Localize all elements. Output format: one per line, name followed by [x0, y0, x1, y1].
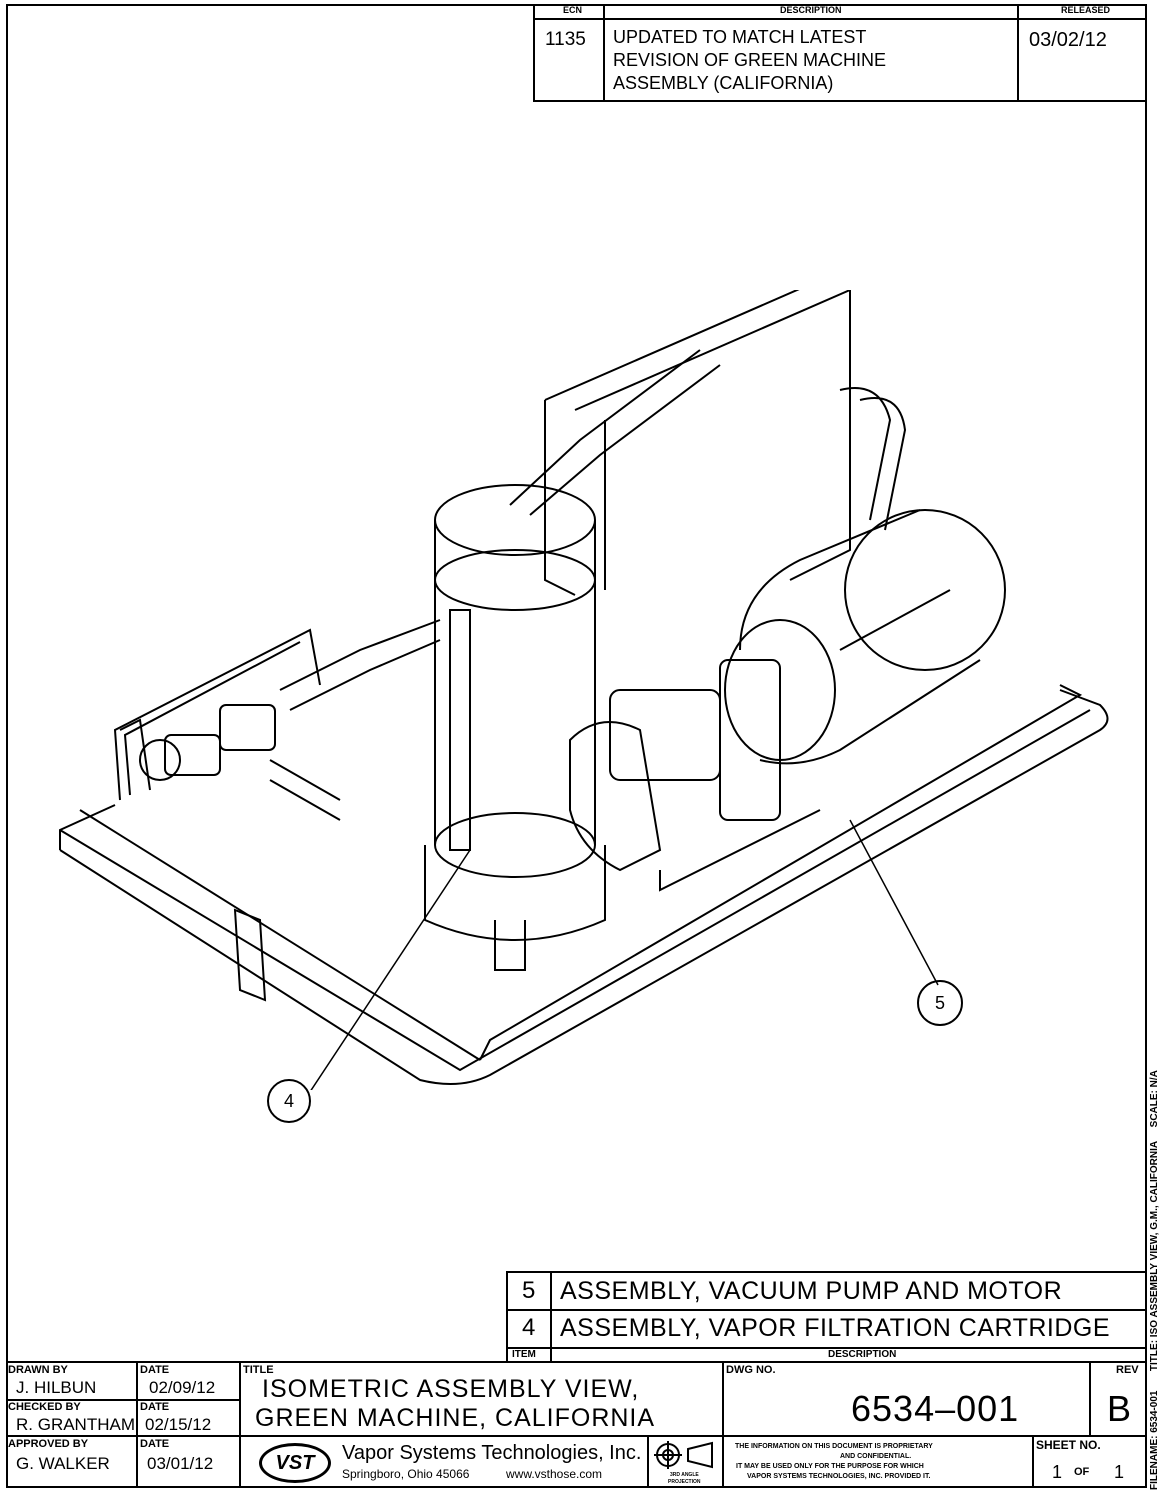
rev-desc-line1: UPDATED TO MATCH LATEST [613, 27, 867, 47]
parts-desc-5: ASSEMBLY, VACUUM PUMP AND MOTOR [560, 1277, 1063, 1305]
rev-header-description: DESCRIPTION [780, 5, 842, 15]
control-panel-box [544, 290, 851, 596]
parts-item-4: 4 [522, 1314, 536, 1341]
parts-header-description: DESCRIPTION [828, 1349, 897, 1360]
callout-balloon-4: 4 [267, 1079, 311, 1123]
rev-header-released: RELEASED [1061, 5, 1111, 15]
notice-line1: THE INFORMATION ON THIS DOCUMENT IS PROP… [735, 1443, 933, 1450]
approved-date-label: DATE [140, 1438, 170, 1450]
base-plate [59, 684, 1109, 1085]
leader-line-4 [310, 849, 471, 1090]
dwg-no-label: DWG NO. [726, 1364, 776, 1376]
notice-line2: AND CONFIDENTIAL. [840, 1453, 912, 1460]
drawn-date-label: DATE [140, 1364, 170, 1376]
right-hose [839, 387, 907, 531]
left-frame [113, 628, 321, 801]
sheet-no-label: SHEET NO. [1036, 1438, 1101, 1452]
isometric-assembly-drawing [59, 290, 1109, 1090]
parts-item-5: 5 [522, 1277, 536, 1304]
drawn-by-label: DRAWN BY [8, 1364, 68, 1376]
sheet-total: 1 [1114, 1462, 1125, 1482]
rev-desc-line3: ASSEMBLY (CALIFORNIA) [613, 73, 834, 93]
rev-label: REV [1116, 1364, 1139, 1376]
third-angle-projection-icon [654, 1441, 713, 1469]
company-name: Vapor Systems Technologies, Inc. [342, 1442, 642, 1464]
approved-by: G. WALKER [16, 1454, 110, 1473]
valve-assembly [139, 619, 441, 821]
drawn-by: J. HILBUN [16, 1378, 97, 1397]
title-label: TITLE [243, 1364, 274, 1376]
parts-desc-4: ASSEMBLY, VAPOR FILTRATION CARTRIDGE [560, 1314, 1111, 1342]
notice-line4: VAPOR SYSTEMS TECHNOLOGIES, INC. PROVIDE… [747, 1473, 931, 1480]
rev-desc-line2: REVISION OF GREEN MACHINE [613, 50, 887, 70]
hose-pipe [509, 349, 721, 516]
parts-header-item: ITEM [512, 1349, 536, 1360]
approved-date: 03/01/12 [147, 1454, 214, 1473]
vst-logo: VST [259, 1443, 331, 1483]
side-file-info-text: FILENAME: 6534-001 TITLE: ISO ASSEMBLY V… [1149, 1070, 1160, 1490]
approved-by-label: APPROVED BY [8, 1438, 89, 1450]
drawing-border [6, 4, 1147, 1488]
company-address: Springboro, Ohio 45066 [342, 1467, 470, 1481]
company-website: www.vsthose.com [506, 1467, 603, 1481]
callout-number: 5 [934, 993, 945, 1013]
projection-line1: 3RD ANGLE [670, 1472, 699, 1478]
drawing-title-line1: ISOMETRIC ASSEMBLY VIEW, [262, 1375, 640, 1403]
vst-logo-text: VST [275, 1452, 315, 1474]
projection-line2: PROJECTION [668, 1479, 701, 1485]
revision-block: ECN DESCRIPTION RELEASED 1135 UPDATED TO… [533, 4, 1147, 102]
rev-ecn: 1135 [545, 29, 586, 50]
notice-line3: IT MAY BE USED ONLY FOR THE PURPOSE FOR … [736, 1463, 924, 1470]
mounting-bracket [233, 908, 267, 1002]
side-file-info: FILENAME: 6534-001 TITLE: ISO ASSEMBLY V… [1149, 920, 1164, 1490]
motor [719, 509, 1006, 821]
leader-line-5 [849, 819, 939, 986]
rev-header-ecn: ECN [563, 5, 583, 15]
checked-date: 02/15/12 [145, 1415, 212, 1434]
sheet-number: 1 [1052, 1462, 1063, 1482]
checked-by: R. GRANTHAM [16, 1415, 135, 1434]
drawing-title-line2: GREEN MACHINE, CALIFORNIA [255, 1404, 656, 1432]
checked-by-label: CHECKED BY [8, 1401, 81, 1413]
checked-date-label: DATE [140, 1401, 170, 1413]
callout-balloon-5: 5 [917, 980, 963, 1026]
title-block: DRAWN BY J. HILBUN DATE 02/09/12 CHECKED… [6, 1361, 1147, 1488]
filtration-cartridge [424, 484, 606, 971]
sheet-of-label: OF [1074, 1466, 1090, 1478]
rev-released: 03/02/12 [1029, 29, 1107, 51]
callout-number: 4 [283, 1091, 294, 1111]
vacuum-pump [569, 689, 821, 892]
parts-list: 5 ASSEMBLY, VACUUM PUMP AND MOTOR 4 ASSE… [506, 1271, 1147, 1361]
dwg-no: 6534–001 [851, 1388, 1020, 1429]
rev-letter: B [1107, 1388, 1132, 1429]
drawn-date: 02/09/12 [149, 1378, 216, 1397]
